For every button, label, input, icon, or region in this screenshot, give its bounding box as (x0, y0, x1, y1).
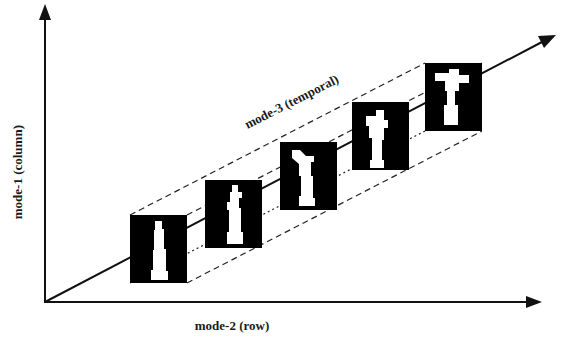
arrow-head (39, 4, 51, 20)
arrow-head (526, 296, 542, 308)
axis-label: mode-3 (temporal) (243, 72, 342, 132)
arrow-head (538, 35, 556, 48)
video-frame (352, 102, 409, 170)
frame (205, 180, 262, 248)
video-frame (130, 215, 187, 283)
frame (130, 215, 187, 283)
video-frame (205, 180, 262, 248)
video-frame (425, 63, 482, 131)
video-frame (280, 142, 337, 210)
frame (425, 63, 482, 131)
temporal-axis (45, 42, 542, 302)
axis-label: mode-2 (row) (195, 319, 270, 333)
silhouette (435, 69, 469, 125)
vertical-axis (44, 18, 46, 302)
silhouette (227, 185, 243, 244)
frame (352, 102, 409, 170)
dashed-outline (130, 63, 482, 283)
frame (280, 142, 337, 210)
dashed-line (130, 63, 425, 215)
horizontal-axis (44, 301, 528, 303)
axes (39, 4, 556, 308)
axis-label: mode-1 (column) (11, 125, 25, 219)
silhouette (366, 110, 388, 168)
dashed-line (187, 131, 482, 283)
silhouette (292, 150, 315, 206)
silhouette (151, 221, 168, 280)
